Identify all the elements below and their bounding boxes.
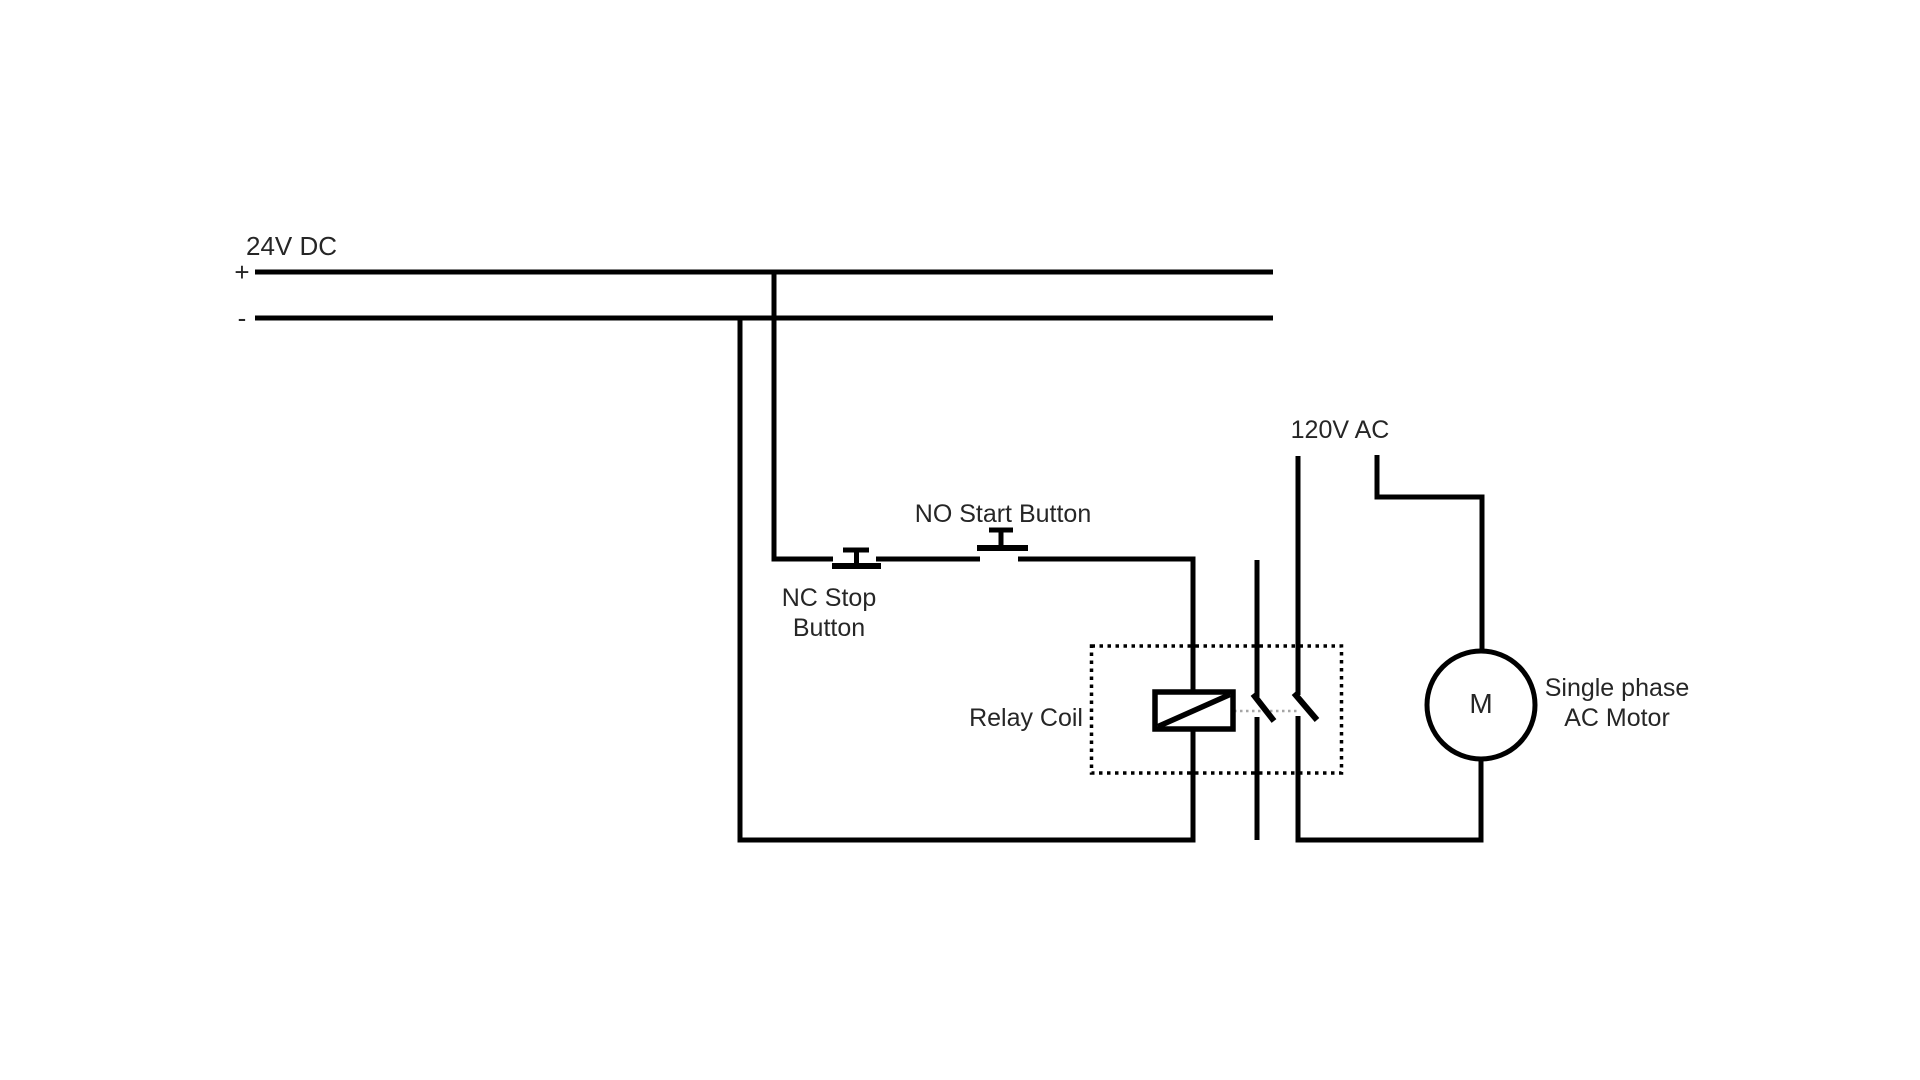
no-start-button-label: NO Start Button — [914, 500, 1092, 528]
dc-plus-sign: + — [234, 257, 250, 287]
nc-stop-button-label-line2: Button — [792, 614, 866, 642]
relay-contact-2-symbol — [1291, 456, 1484, 843]
dc-minus-sign: - — [237, 303, 247, 333]
nc-stop-button-label: NC Stop Button — [754, 583, 904, 643]
relay-coil-diagonal — [1156, 691, 1232, 730]
motor-label-line2: AC Motor — [1564, 704, 1670, 732]
control-return-wire — [737, 318, 1196, 843]
motor-m-symbol: M — [1469, 688, 1493, 719]
ac-supply-label: 120V AC — [1290, 416, 1390, 444]
relay-enclosure-dotted-box — [1089, 644, 1344, 775]
contact-2-to-motor-wire — [1295, 716, 1484, 843]
control-wire-plus-drop — [771, 272, 833, 562]
no-start-button-symbol — [977, 527, 1028, 551]
motor-circle — [1424, 648, 1538, 762]
relay-contact-1-symbol — [1250, 560, 1277, 840]
ac-supply-to-motor-wire — [1374, 455, 1485, 650]
nc-stop-button-label-line1: NC Stop — [781, 584, 877, 612]
dc-supply-label: 24V DC — [246, 231, 338, 261]
control-wire-to-coil — [1018, 556, 1196, 692]
relay-coil-label: Relay Coil — [969, 704, 1083, 732]
contact-1-blade — [1250, 692, 1277, 723]
relay-coil-symbol — [1152, 689, 1236, 732]
motor-label-line1: Single phase — [1544, 674, 1690, 702]
contact-2-blade — [1291, 691, 1320, 722]
motor-label: Single phase AC Motor — [1532, 673, 1702, 733]
nc-stop-button-symbol — [832, 547, 881, 569]
